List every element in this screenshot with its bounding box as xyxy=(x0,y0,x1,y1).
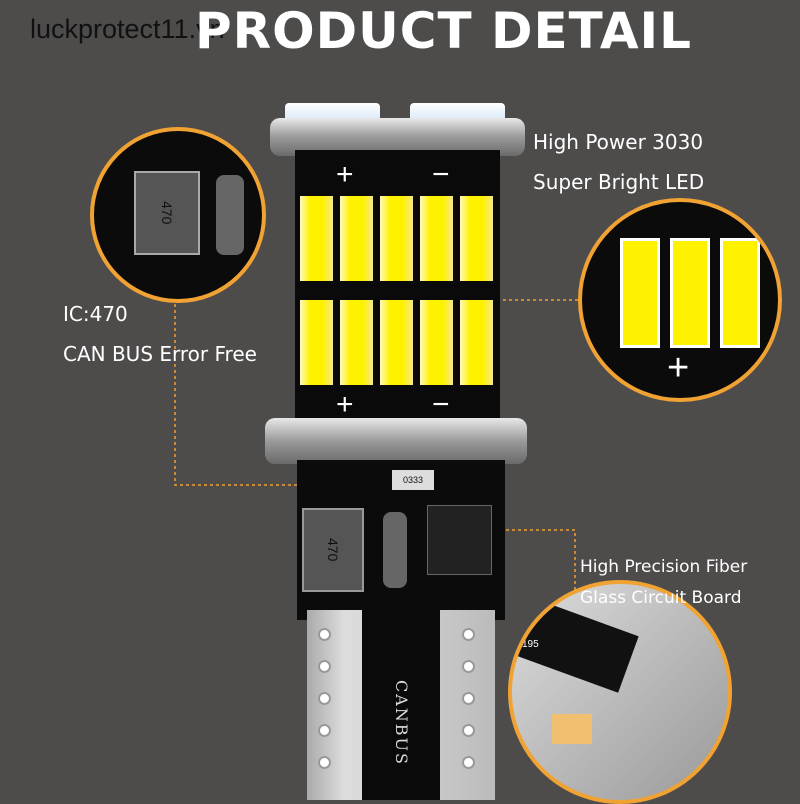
callout-led-line2: Super Bright LED xyxy=(533,170,705,194)
led-chip xyxy=(420,196,453,281)
callout-board-line2: Glass Circuit Board xyxy=(580,588,742,608)
callout-board-line1: High Precision Fiber xyxy=(580,557,748,577)
board-label: 195 xyxy=(522,639,539,650)
diode-zoom xyxy=(216,175,244,255)
watermark: luckprotect11.vn xyxy=(30,14,225,44)
led-zoom xyxy=(670,238,710,348)
page-title: PRODUCT DETAIL xyxy=(195,2,693,60)
callout-ic-line1: IC:470 xyxy=(63,302,128,326)
led-chip xyxy=(380,300,413,385)
bottom-cap xyxy=(265,418,527,464)
callout-ic-line2: CAN BUS Error Free xyxy=(63,342,257,366)
led-zoom xyxy=(620,238,660,348)
ic-chip: 470 xyxy=(302,508,364,592)
top-cap xyxy=(270,118,525,156)
led-chip xyxy=(460,300,493,385)
ic-detail-circle: 470 xyxy=(90,127,266,303)
led-chip xyxy=(380,196,413,281)
diode xyxy=(383,512,407,588)
minus-sign: − xyxy=(432,388,450,421)
transistor xyxy=(427,505,492,575)
board-detail-circle: 195 xyxy=(508,580,732,804)
plus-sign: + xyxy=(336,388,354,421)
led-zoom xyxy=(720,238,760,348)
callout-led-line1: High Power 3030 xyxy=(533,130,704,154)
led-chip xyxy=(460,196,493,281)
solder-pad xyxy=(552,714,592,744)
led-chip xyxy=(300,300,333,385)
base-stripe xyxy=(362,610,440,800)
led-chip xyxy=(420,300,453,385)
led-chip xyxy=(300,196,333,281)
ic-chip-zoom: 470 xyxy=(134,171,200,255)
led-chip xyxy=(340,300,373,385)
resistor: 0333 xyxy=(392,470,434,490)
led-chip xyxy=(340,196,373,281)
plus-sign: + xyxy=(336,158,354,191)
minus-sign: − xyxy=(432,158,450,191)
led-detail-circle: + xyxy=(578,198,782,402)
plus-sign-zoom: + xyxy=(667,347,690,389)
canbus-label: CANBUS xyxy=(392,680,411,766)
